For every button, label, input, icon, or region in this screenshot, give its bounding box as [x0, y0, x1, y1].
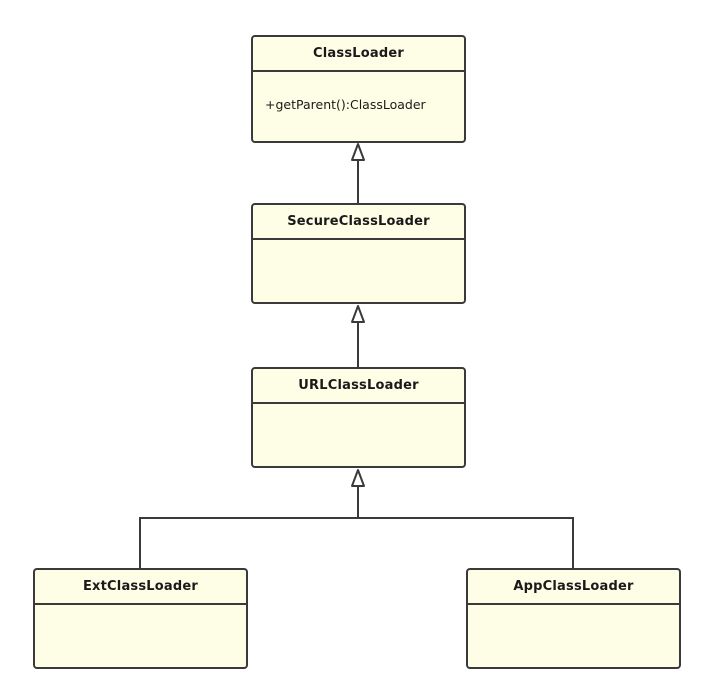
- edge-ext-to-url: [139, 517, 358, 568]
- class-name: URLClassLoader: [253, 369, 464, 404]
- class-box-appclassloader[interactable]: AppClassLoader: [466, 568, 681, 669]
- edge-app-to-url: [358, 517, 574, 568]
- class-box-secureclassloader[interactable]: SecureClassLoader: [251, 203, 466, 304]
- class-box-classloader[interactable]: ClassLoader +getParent():ClassLoader: [251, 35, 466, 143]
- class-box-urlclassloader[interactable]: URLClassLoader: [251, 367, 466, 468]
- generalization-arrowhead-secure: [351, 305, 365, 323]
- class-name: SecureClassLoader: [253, 205, 464, 240]
- class-box-extclassloader[interactable]: ExtClassLoader: [33, 568, 248, 669]
- class-name: AppClassLoader: [468, 570, 679, 605]
- class-name: ClassLoader: [253, 37, 464, 72]
- method-get-parent: +getParent():ClassLoader: [265, 97, 426, 112]
- class-methods: +getParent():ClassLoader: [253, 72, 464, 115]
- generalization-arrowhead-url: [351, 469, 365, 487]
- generalization-arrowhead-classloader: [351, 143, 365, 161]
- class-name: ExtClassLoader: [35, 570, 246, 605]
